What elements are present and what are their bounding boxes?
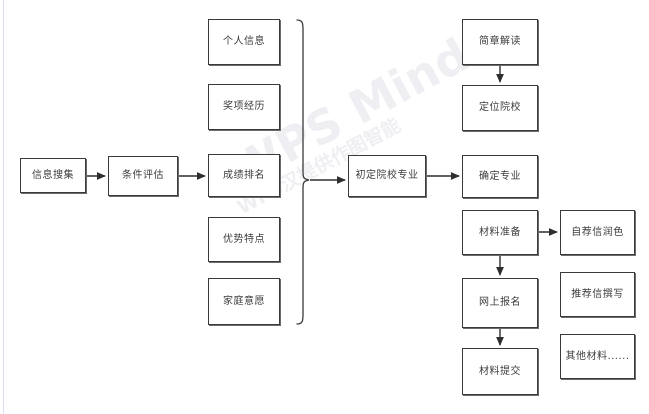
- node-family-wishes[interactable]: 家庭意愿: [208, 278, 280, 325]
- node-label: 个人信息: [223, 36, 265, 47]
- node-brochure-reading[interactable]: 简章解读: [462, 19, 538, 65]
- node-label: 家庭意愿: [223, 295, 265, 307]
- node-label: 条件评估: [122, 170, 164, 181]
- node-strengths[interactable]: 优势特点: [208, 217, 280, 262]
- node-label: 成绩排名: [223, 169, 265, 181]
- node-label: 初定院校专业: [355, 170, 419, 181]
- node-label: 简章解读: [479, 36, 521, 47]
- node-material-submit[interactable]: 材料提交: [462, 348, 538, 395]
- node-info-gathering[interactable]: 信息搜集: [20, 158, 86, 193]
- node-online-apply[interactable]: 网上报名: [462, 278, 538, 328]
- node-label: 推荐信撰写: [571, 288, 624, 300]
- left-edge-rule: [3, 0, 4, 414]
- node-self-rec-letter[interactable]: 自荐信润色: [560, 210, 635, 255]
- node-material-prep[interactable]: 材料准备: [462, 210, 538, 255]
- node-label: 奖项经历: [223, 101, 265, 112]
- node-label: 自荐信润色: [571, 226, 624, 238]
- node-label: 信息搜集: [32, 169, 74, 181]
- node-locate-school[interactable]: 定位院校: [462, 85, 538, 131]
- node-personal-info[interactable]: 个人信息: [208, 19, 280, 65]
- node-label: 材料准备: [479, 226, 521, 238]
- node-label: 网上报名: [479, 297, 521, 308]
- node-label: 确定专业: [479, 170, 521, 182]
- node-rec-letter[interactable]: 推荐信撰写: [560, 272, 635, 317]
- node-label: 材料提交: [479, 365, 521, 377]
- node-other-materials[interactable]: 其他材料......: [560, 334, 635, 379]
- node-score-ranking[interactable]: 成绩排名: [208, 154, 280, 197]
- group-brace: [296, 19, 310, 325]
- node-label: 其他材料......: [565, 350, 630, 362]
- node-confirm-major[interactable]: 确定专业: [462, 155, 538, 198]
- node-label: 定位院校: [479, 102, 521, 113]
- node-preselect-school[interactable]: 初定院校专业: [348, 155, 426, 197]
- node-label: 优势特点: [223, 233, 265, 245]
- node-condition-eval[interactable]: 条件评估: [108, 156, 178, 196]
- node-award-history[interactable]: 奖项经历: [208, 84, 280, 130]
